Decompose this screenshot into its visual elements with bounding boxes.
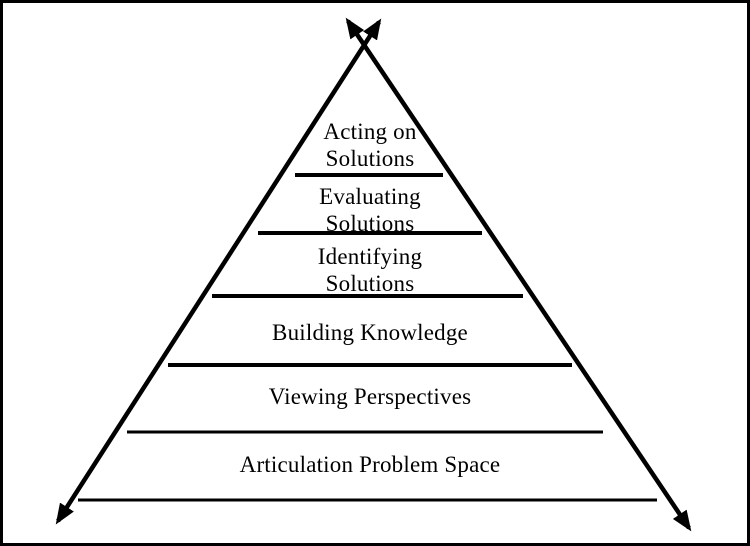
label-line: Acting on	[323, 119, 417, 144]
left-edge-double-arrow	[55, 18, 382, 525]
label-line: Evaluating	[319, 184, 421, 209]
label-line: Solutions	[325, 271, 415, 296]
level-label-articulation-problem-space: Articulation Problem Space	[3, 451, 737, 478]
level-label-identifying-solutions: Identifying Solutions	[3, 243, 737, 297]
label-line: Solutions	[325, 211, 415, 236]
label-line: Solutions	[325, 146, 415, 171]
level-label-viewing-perspectives: Viewing Perspectives	[3, 383, 737, 410]
label-line: Building Knowledge	[272, 320, 468, 345]
label-line: Viewing Perspectives	[268, 384, 472, 409]
label-line: Articulation Problem Space	[239, 452, 501, 477]
label-line: Identifying	[317, 244, 423, 269]
right-edge-double-arrow	[345, 17, 692, 532]
level-label-evaluating-solutions: Evaluating Solutions	[3, 183, 737, 237]
level-label-building-knowledge: Building Knowledge	[3, 319, 737, 346]
pyramid-graphics	[55, 17, 692, 532]
level-label-acting-on-solutions: Acting on Solutions	[3, 118, 737, 172]
